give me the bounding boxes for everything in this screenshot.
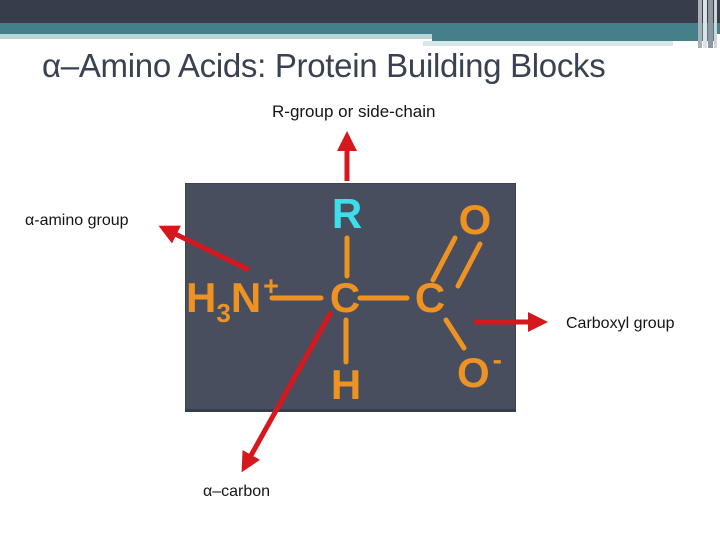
amino-group-symbol: H3N+: [186, 273, 279, 327]
corner-stripe-3: [708, 0, 713, 48]
top-teal-bar: [0, 23, 720, 34]
corner-stripe-2: [703, 0, 707, 48]
carboxylate-o: O: [457, 349, 490, 396]
carboxyl-carbon-symbol: C: [414, 274, 446, 321]
alpha-carbon-symbol: C: [329, 274, 361, 321]
r-group-symbol: R: [331, 190, 363, 237]
top-navy-bar: [0, 0, 720, 23]
carbonyl-oxygen-symbol: O: [458, 196, 492, 243]
amino-h-symbol: H: [186, 274, 217, 321]
slide-title: α–Amino Acids: Protein Building Blocks: [42, 47, 606, 84]
alpha-carbon-label: α–carbon: [203, 483, 271, 500]
carboxyl-group-label: Carboxyl group: [566, 315, 675, 332]
alpha-hydrogen-symbol: H: [330, 361, 362, 408]
amino-h-subscript: 3: [216, 298, 231, 328]
carboxylate-oxygen-symbol: O-: [457, 346, 502, 396]
carboxylate-minus-charge: -: [492, 344, 502, 375]
teal-stripe-right: [432, 34, 714, 41]
corner-stripe-1: [698, 0, 702, 48]
pale-teal-stripe-left: [0, 34, 432, 39]
molecule-box: [185, 183, 516, 412]
r-group-label: R-group or side-chain: [272, 102, 436, 121]
amino-group-label: α-amino group: [25, 212, 129, 229]
amino-plus-charge: +: [263, 271, 279, 301]
corner-stripe-4: [714, 0, 717, 48]
pale-teal-stripe-right: [423, 41, 673, 46]
corner-accent-stripes: [698, 0, 720, 48]
amino-n-symbol: N: [230, 274, 262, 321]
